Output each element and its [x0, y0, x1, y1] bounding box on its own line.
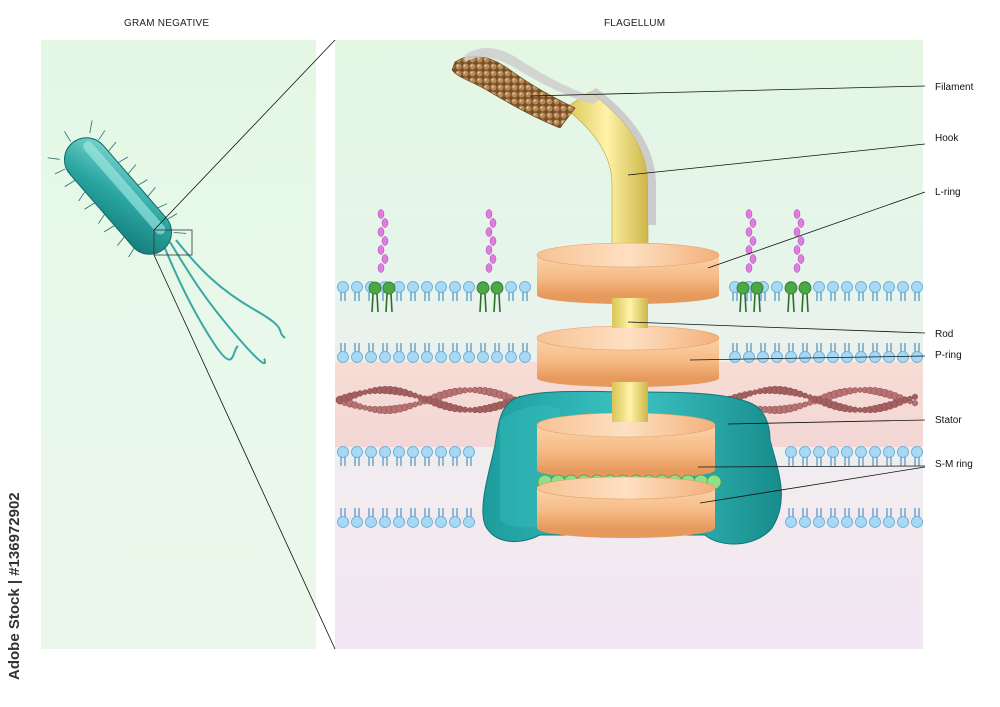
sm-ring-upper [536, 412, 716, 479]
label-hook: Hook [935, 133, 959, 144]
label-stator: Stator [935, 415, 962, 426]
label-l-ring: L-ring [935, 187, 961, 198]
label-rod: Rod [935, 329, 953, 340]
callout-lines [529, 85, 926, 504]
p-ring [536, 325, 720, 387]
label-p-ring: P-ring [935, 350, 962, 361]
zoom-box [153, 229, 193, 256]
sm-ring-lower [536, 476, 716, 538]
zoom-line-top [153, 39, 336, 231]
stock-watermark: Adobe Stock | #136972902 [6, 492, 23, 680]
label-sm-ring: S-M ring [935, 459, 973, 470]
gram-negative-title: GRAM NEGATIVE [124, 18, 210, 29]
bacterium [47, 120, 286, 365]
hook [564, 91, 649, 253]
label-filament: Filament [935, 82, 974, 93]
l-ring [536, 242, 720, 304]
filament [451, 55, 576, 129]
zoom-line-bottom [153, 254, 336, 650]
flagellum-title: FLAGELLUM [604, 18, 666, 29]
lps-molecules [368, 209, 812, 313]
